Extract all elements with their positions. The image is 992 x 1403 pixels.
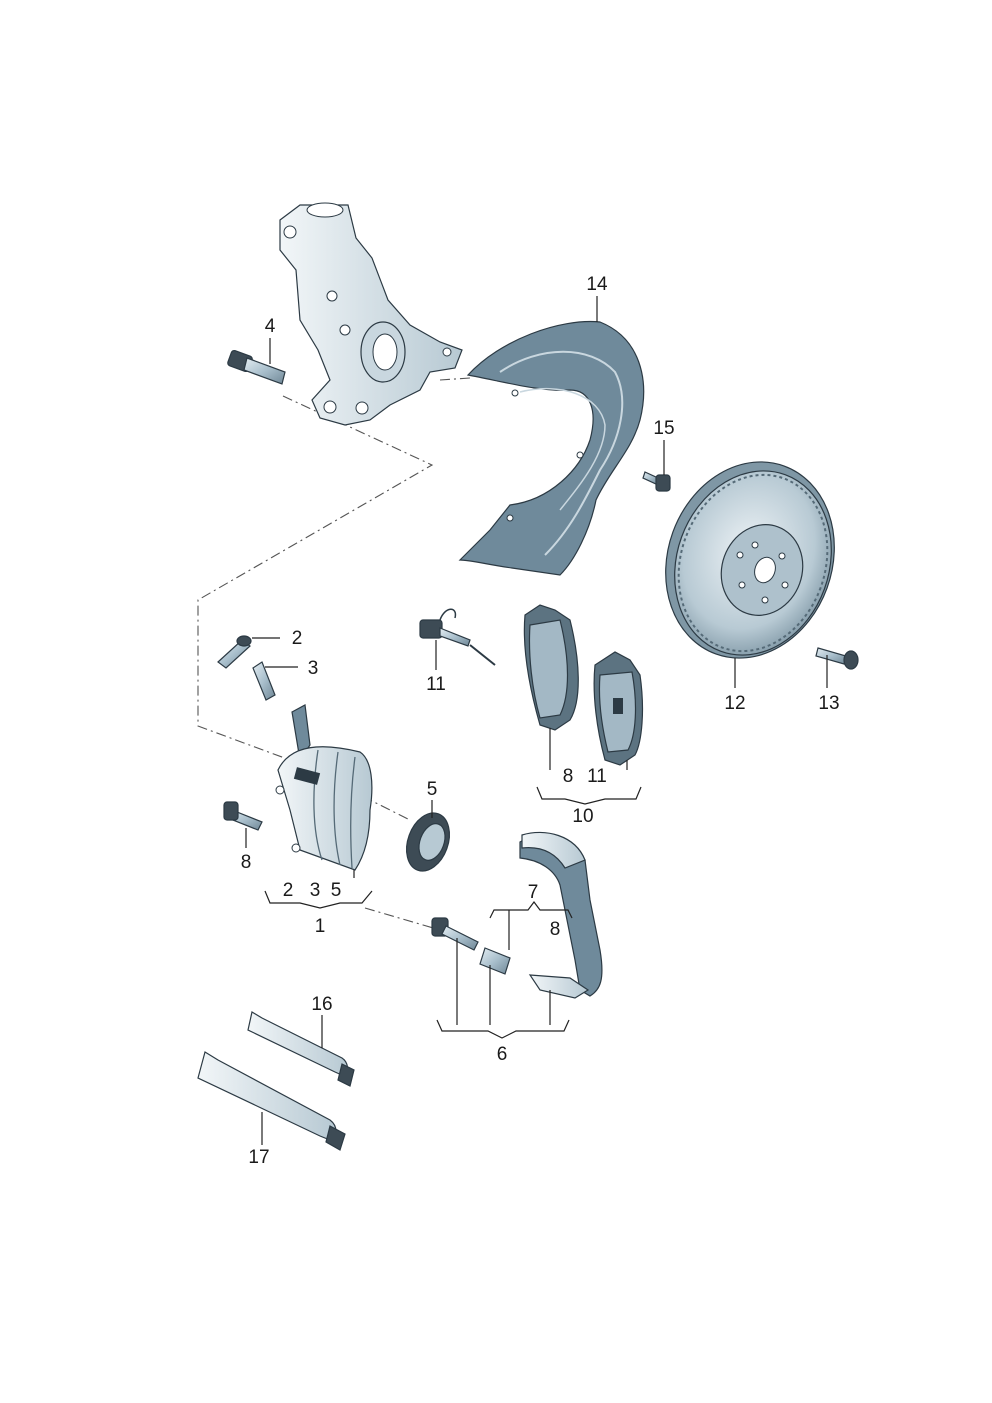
callout-3-top: 3 [308, 658, 319, 679]
callout-5-group: 5 [331, 880, 342, 901]
callout-1: 1 [315, 916, 326, 937]
callout-2-top: 2 [292, 628, 303, 649]
assembly-line-3 [439, 377, 471, 381]
bleeder-cap [252, 661, 298, 701]
knuckle-bolt [227, 338, 286, 385]
piston-seal [405, 800, 451, 872]
callout-2-group: 2 [283, 880, 294, 901]
bracket-group-6 [436, 1019, 570, 1039]
caliper-bolt [223, 801, 263, 848]
assembly-line-2 [364, 907, 441, 931]
steering-knuckle [279, 202, 463, 426]
callout-10: 10 [572, 806, 593, 827]
callout-12: 12 [724, 693, 745, 714]
brake-splash-shield [458, 296, 645, 576]
grease-tube-small [247, 1011, 355, 1087]
callout-8-bolt: 8 [241, 852, 252, 873]
wear-indicator-sensor [419, 608, 496, 670]
callout-15: 15 [653, 418, 674, 439]
callout-13: 13 [818, 693, 839, 714]
callout-3-group: 3 [310, 880, 321, 901]
disc-screw [815, 647, 859, 688]
callout-16: 16 [311, 994, 332, 1015]
bleeder-valve [217, 635, 280, 669]
guide-pin [431, 917, 479, 1025]
callout-7: 7 [528, 882, 539, 903]
bracket-group-7 [489, 901, 573, 919]
callout-11-pad: 11 [587, 766, 607, 787]
brake-caliper [275, 704, 373, 871]
callout-14: 14 [586, 274, 608, 295]
brake-pad-outer [593, 651, 644, 770]
brake-disc [665, 461, 835, 688]
callout-6: 6 [497, 1044, 508, 1065]
shield-screw [642, 440, 671, 492]
callout-5-top: 5 [427, 779, 438, 800]
guide-bushing [479, 947, 511, 1025]
brake-pad-inner [523, 604, 579, 770]
callout-8-group7: 8 [550, 919, 561, 940]
callout-8-pad: 8 [563, 766, 574, 787]
callout-11-sensor: 11 [426, 674, 446, 695]
bracket-group-10 [536, 786, 642, 805]
caliper-bracket [519, 831, 603, 999]
grease-tube-large [197, 1051, 346, 1151]
callout-17: 17 [248, 1147, 269, 1168]
bracket-group-1 [264, 890, 373, 909]
callout-4: 4 [265, 316, 276, 337]
